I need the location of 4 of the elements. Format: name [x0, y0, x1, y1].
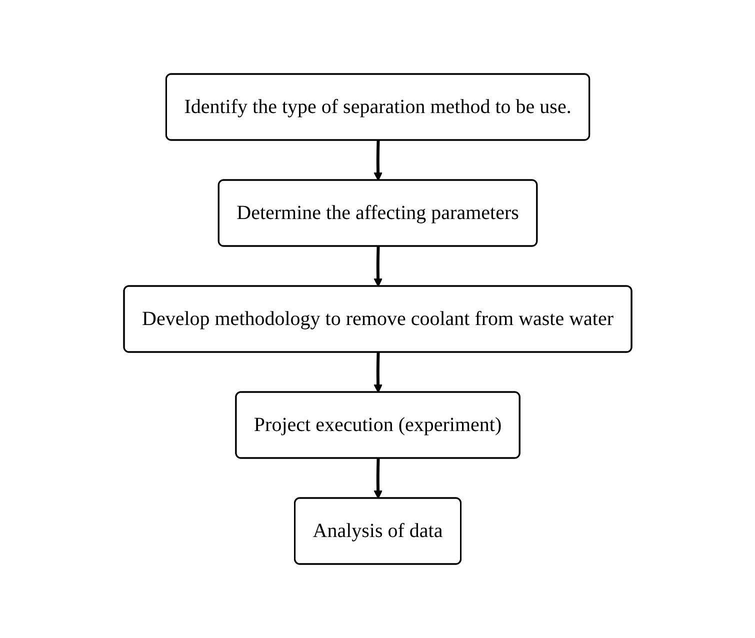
- arrow: [373, 352, 382, 393]
- arrow: [373, 458, 382, 499]
- arrow: [373, 246, 382, 287]
- arrow: [373, 140, 382, 181]
